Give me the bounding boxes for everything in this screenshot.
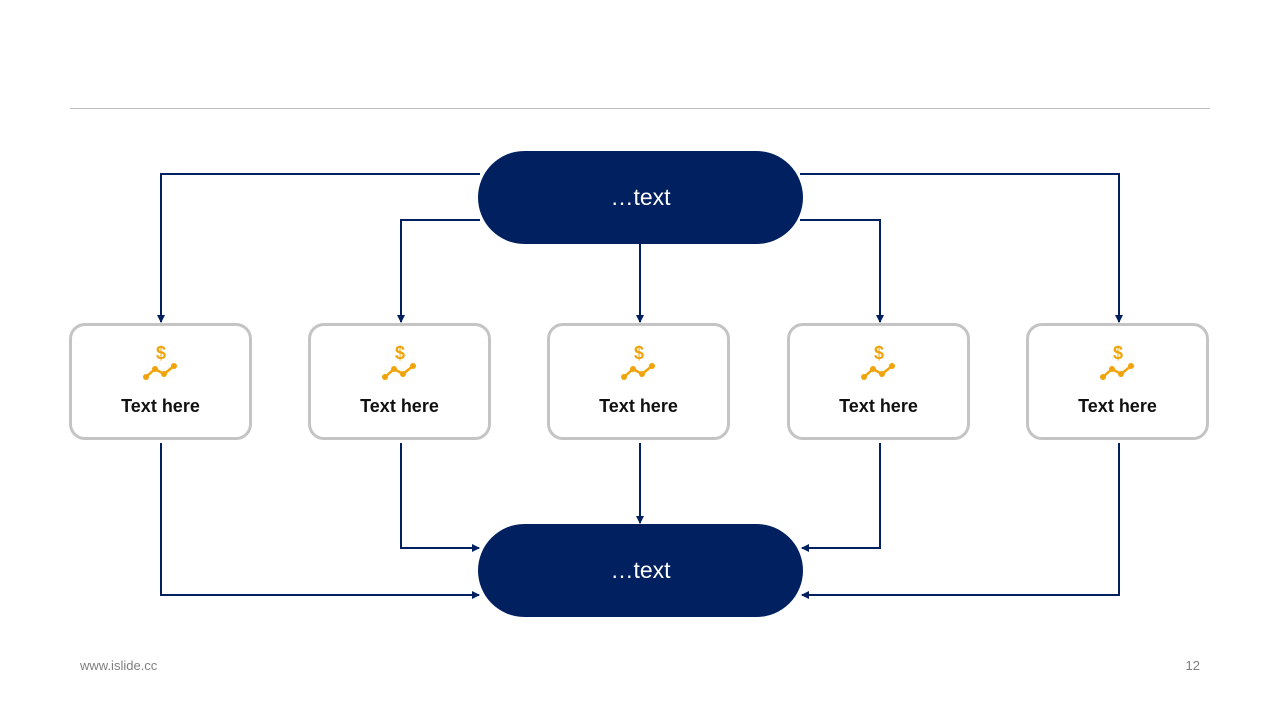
dollar-chart-icon: $ — [1099, 343, 1134, 380]
top-pill[interactable]: …text — [478, 151, 803, 244]
connector-node-2-to-bottom — [400, 443, 480, 552]
node-5-label: Text here — [1078, 396, 1157, 416]
title-divider — [70, 108, 1210, 109]
svg-text:$: $ — [873, 343, 883, 363]
footer-website: www.islide.cc — [80, 658, 158, 673]
connector-top-to-node-5 — [800, 173, 1123, 323]
page-number: 12 — [1185, 658, 1200, 673]
svg-text:$: $ — [155, 343, 165, 363]
dollar-chart-icon: $ — [142, 343, 177, 380]
bottom-pill-label: …text — [610, 557, 671, 583]
connector-node-5-to-bottom — [801, 443, 1120, 599]
svg-text:$: $ — [394, 343, 404, 363]
connector-top-to-node-2 — [397, 219, 480, 323]
node-1[interactable]: $ Text here — [69, 323, 252, 440]
svg-text:$: $ — [633, 343, 643, 363]
node-3-label: Text here — [599, 396, 678, 416]
svg-text:$: $ — [1112, 343, 1122, 363]
dollar-chart-icon: $ — [381, 343, 416, 380]
node-2-label: Text here — [360, 396, 439, 416]
dollar-chart-icon: $ — [620, 343, 655, 380]
node-5[interactable]: $ Text here — [1026, 323, 1209, 440]
top-pill-label: …text — [610, 184, 671, 210]
connector-top-to-node-4 — [800, 219, 884, 323]
bottom-pill[interactable]: …text — [478, 524, 803, 617]
node-4-label: Text here — [839, 396, 918, 416]
node-4[interactable]: $ Text here — [787, 323, 970, 440]
node-1-label: Text here — [121, 396, 200, 416]
connector-node-1-to-bottom — [160, 443, 480, 599]
connector-node-4-to-bottom — [801, 443, 881, 552]
dollar-chart-icon: $ — [860, 343, 895, 380]
node-2[interactable]: $ Text here — [308, 323, 491, 440]
node-3[interactable]: $ Text here — [547, 323, 730, 440]
connector-top-to-node-1 — [157, 173, 480, 323]
